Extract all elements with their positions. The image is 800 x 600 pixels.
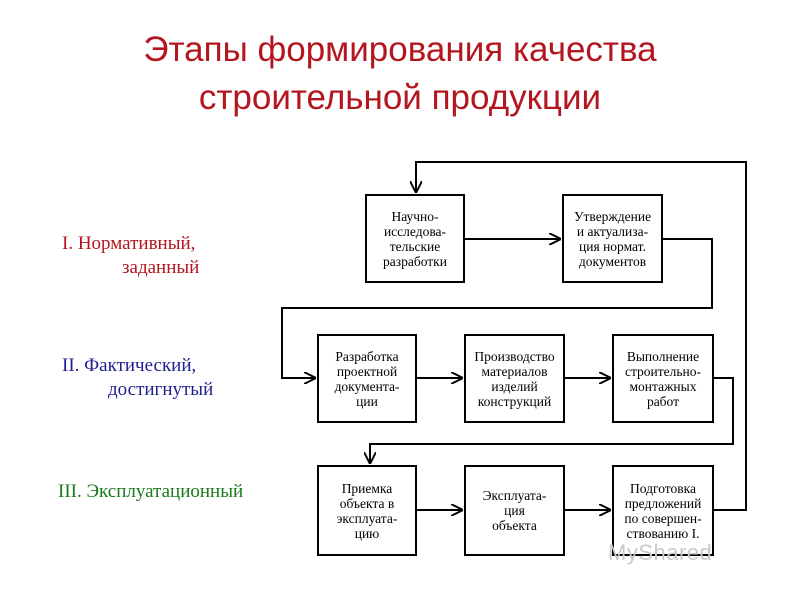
box-construction-text: Выполнение строительно- монтажных работ — [624, 348, 702, 409]
page-title-line2: строительной продукции — [198, 78, 602, 117]
box-design-docs-text: Разработка проектной документа- ции — [334, 348, 400, 409]
stage-normative: I. Нормативный, заданный — [62, 232, 199, 280]
stage-number: I. — [62, 233, 74, 254]
stage-label: Нормативный, — [77, 233, 196, 254]
stage-actual: II. Фактический, достигнутый — [62, 354, 213, 402]
box-improvement — [612, 465, 714, 556]
stage-number: III. — [58, 481, 82, 502]
box-production-text: Производство материалов изделий конструк… — [474, 348, 555, 409]
arrow-feedback-to-research — [416, 161, 747, 511]
stage-label-line2: достигнутый — [108, 379, 214, 400]
box-research-text: Научно- исследова- тельские разработки — [383, 208, 447, 269]
stage-operational: III. Эксплуатационный — [58, 480, 243, 504]
page-title-line1: Этапы формирования качества — [143, 30, 657, 69]
arrow-approval-to-design — [281, 238, 713, 378]
stage-label-line2: заданный — [122, 257, 200, 278]
box-improvement-text: Подготовка предложений по совершен- ство… — [624, 480, 702, 541]
box-approval — [562, 194, 663, 283]
watermark-logo: MyShared — [608, 540, 713, 565]
stage-label: Фактический, — [84, 355, 197, 376]
box-acceptance-text: Приемка объекта в эксплуата- цию — [336, 480, 398, 541]
arrow-construction-to-acceptance — [370, 377, 734, 464]
stage-number: II. — [62, 355, 80, 376]
box-approval-text: Утверждение и актуализа- ция нормат. док… — [573, 208, 652, 269]
box-acceptance — [317, 465, 417, 556]
stage-label: Эксплуатационный — [86, 481, 244, 502]
box-operation-text: Эксплуата- ция объекта — [482, 488, 547, 533]
box-production — [464, 334, 565, 423]
